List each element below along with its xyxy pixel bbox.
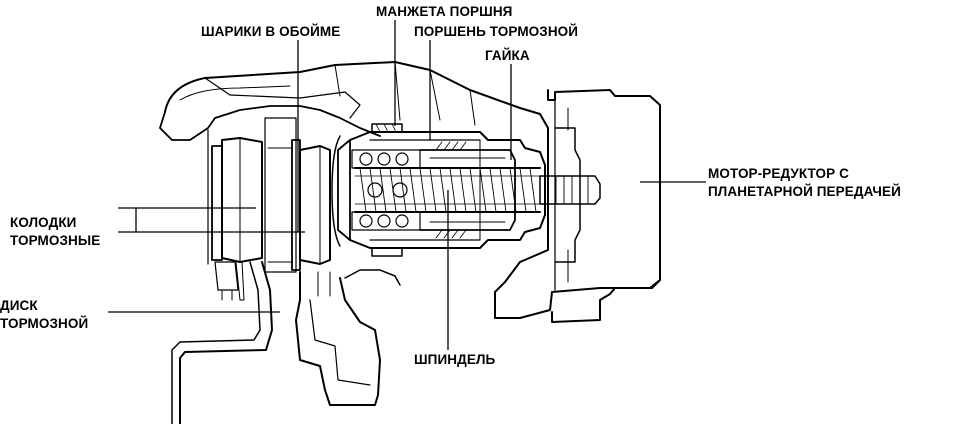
- label-manzheta: МАНЖЕТА ПОРШНЯ: [376, 4, 513, 19]
- caliper-bracket: [295, 271, 381, 406]
- disc-hub: [179, 261, 273, 425]
- label-motor-line2: ПЛАНЕТАРНОЙ ПЕРЕДАЧЕЙ: [708, 184, 901, 199]
- label-kolodki-line2: ТОРМОЗНЫЕ: [10, 233, 101, 248]
- label-gayka: ГАЙКА: [485, 48, 530, 63]
- label-shariki: ШАРИКИ В ОБОЙМЕ: [201, 24, 341, 39]
- piston-body: [349, 131, 546, 249]
- brake-pad-inner: [299, 145, 331, 265]
- piston-seal: [371, 123, 403, 257]
- brake-disc: [264, 117, 297, 273]
- label-motor-line1: МОТОР-РЕДУКТОР С: [708, 166, 849, 181]
- label-disk-line1: ДИСК: [0, 298, 38, 313]
- label-porshen: ПОРШЕНЬ ТОРМОЗНОЙ: [414, 24, 579, 39]
- nut: [419, 149, 516, 231]
- ball-cage: [351, 149, 421, 231]
- label-kolodki-line1: КОЛОДКИ: [10, 215, 77, 230]
- leader-lines: [108, 20, 706, 350]
- motor-housing: [547, 89, 661, 323]
- leader-kolodki: [118, 207, 305, 233]
- brake-pad-outer: [221, 137, 263, 263]
- label-shpindel: ШПИНДЕЛЬ: [414, 352, 496, 367]
- label-disk-line2: ТОРМОЗНОЙ: [0, 316, 89, 331]
- caliper-housing: [164, 61, 661, 319]
